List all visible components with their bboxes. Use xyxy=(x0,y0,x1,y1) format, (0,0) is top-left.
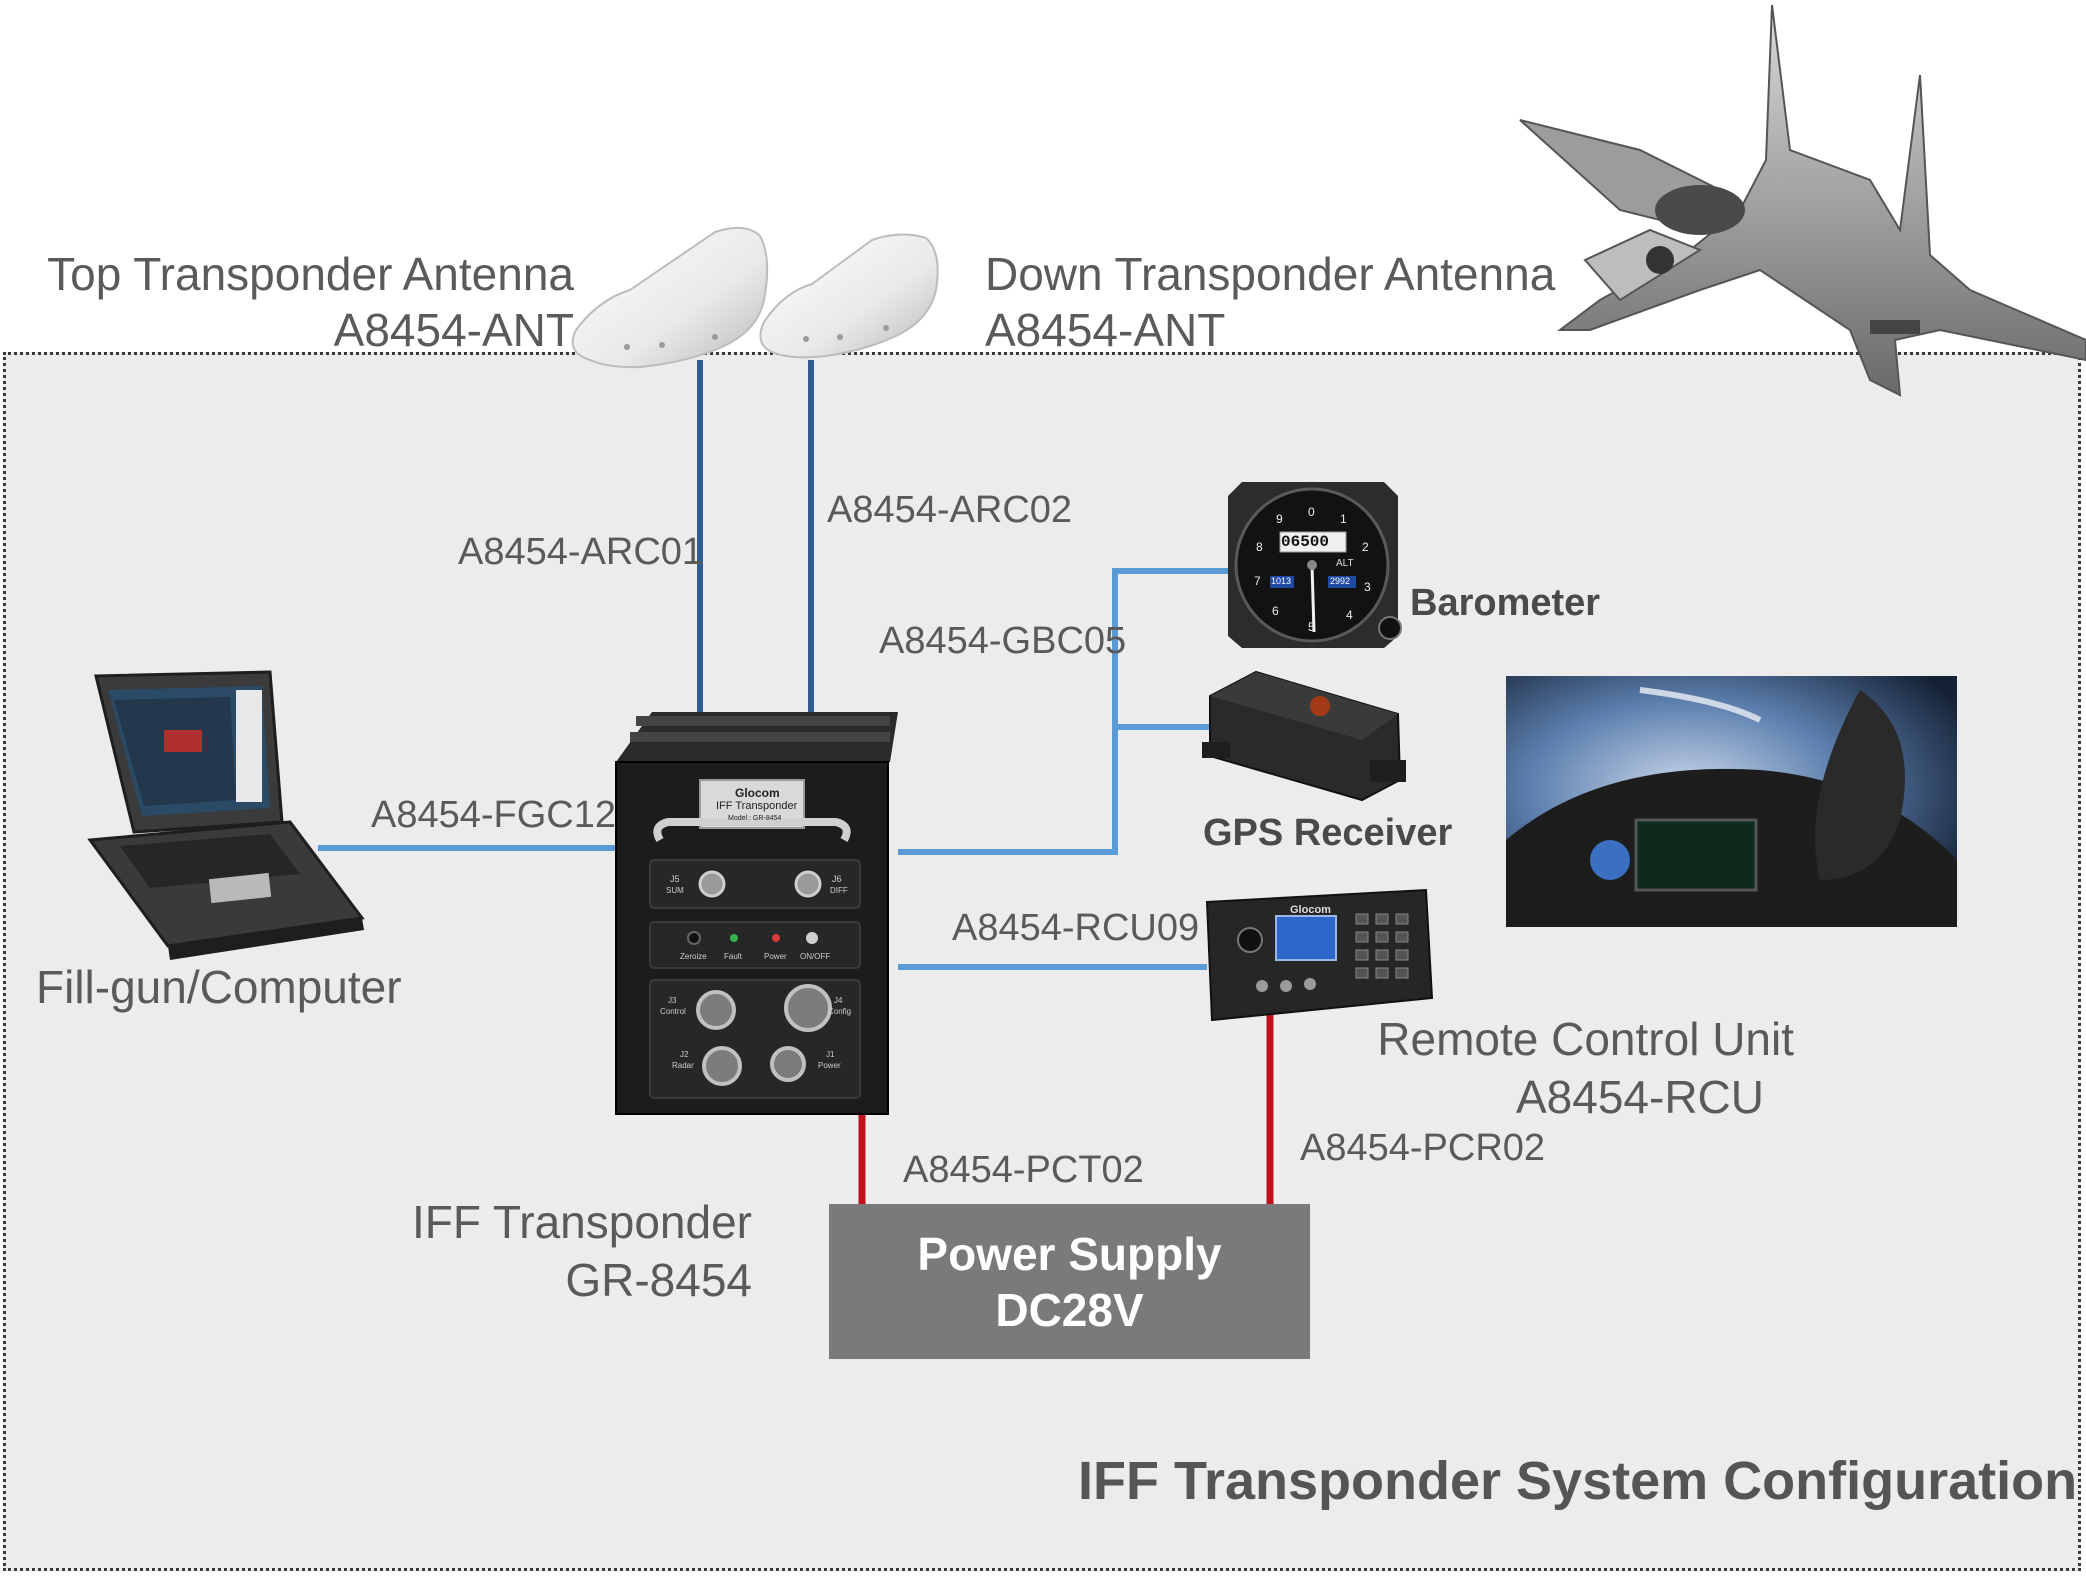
power-supply-box: Power Supply DC28V xyxy=(829,1204,1310,1359)
power-supply-line2: DC28V xyxy=(995,1283,1144,1336)
cable-label-arc01: A8454-ARC01 xyxy=(458,531,704,573)
panel-j5: J5 xyxy=(670,874,680,884)
barometer-digit-2: 2 xyxy=(1362,540,1369,554)
top-antenna-name: Top Transponder Antenna xyxy=(47,248,574,300)
laptop-image xyxy=(87,670,365,960)
top-antenna-image xyxy=(571,226,769,369)
top-antenna-model: A8454-ANT xyxy=(333,304,574,356)
barometer-digit-6: 6 xyxy=(1272,604,1279,618)
cable-label-arc02: A8454-ARC02 xyxy=(827,489,1073,531)
panel-j1-sub: Power xyxy=(818,1061,841,1070)
gps-receiver-image xyxy=(1202,670,1406,802)
transponder-model-label: GR-8454 xyxy=(565,1254,752,1306)
panel-j2: J2 xyxy=(680,1050,689,1059)
iff-transponder-image xyxy=(615,712,898,1115)
panel-j2-sub: Radar xyxy=(672,1061,694,1070)
rcu-image xyxy=(1205,888,1434,1022)
barometer-label: Barometer xyxy=(1410,582,1601,624)
barometer-right-window: 2992 xyxy=(1330,576,1351,586)
panel-brand: Glocom xyxy=(735,786,780,800)
panel-j3: J3 xyxy=(668,996,677,1005)
panel-j6: J6 xyxy=(832,874,842,884)
barometer-digit-9: 9 xyxy=(1276,512,1283,526)
down-antenna-name: Down Transponder Antenna xyxy=(985,248,1556,300)
cable-label-pcr02: A8454-PCR02 xyxy=(1300,1127,1546,1169)
barometer-digit-1: 1 xyxy=(1340,512,1347,526)
system-boundary xyxy=(3,352,2081,1571)
diagram-title: IFF Transponder System Configuration xyxy=(1078,1451,2078,1511)
barometer-digit-3: 3 xyxy=(1364,580,1371,594)
computer-label: Fill-gun/Computer xyxy=(36,961,402,1013)
rcu-brand: Glocom xyxy=(1290,904,1331,916)
panel-j3-sub: Control xyxy=(660,1007,686,1016)
barometer-digit-4: 4 xyxy=(1346,608,1353,622)
barometer-counter: 06500 xyxy=(1281,533,1330,551)
cable-label-rcu09: A8454-RCU09 xyxy=(952,907,1200,949)
panel-power-label: Power xyxy=(764,952,787,961)
cable-label-gbc05: A8454-GBC05 xyxy=(879,620,1127,662)
panel-j4-sub: Config xyxy=(828,1007,852,1016)
panel-onoff-label: ON/OFF xyxy=(800,952,831,961)
gps-receiver-label: GPS Receiver xyxy=(1203,812,1453,854)
panel-fault-label: Fault xyxy=(724,952,742,961)
down-antenna-image xyxy=(759,233,939,359)
power-supply-line1: Power Supply xyxy=(917,1227,1222,1280)
panel-j4: J4 xyxy=(834,996,843,1005)
barometer-digit-8: 8 xyxy=(1256,540,1263,554)
barometer-digit-5: 5 xyxy=(1308,620,1315,634)
barometer-left-window: 1013 xyxy=(1271,576,1292,586)
rcu-name-label: Remote Control Unit xyxy=(1377,1013,1794,1065)
panel-zeroize-label: Zeroize xyxy=(680,952,707,961)
panel-j1: J1 xyxy=(826,1050,835,1059)
fighter-jet-image xyxy=(1519,4,2086,397)
panel-j5-sub: SUM xyxy=(666,886,684,895)
panel-j6-sub: DIFF xyxy=(830,886,848,895)
barometer-alt: ALT xyxy=(1336,558,1354,569)
barometer-digit-7: 7 xyxy=(1254,574,1261,588)
panel-title: IFF Transponder xyxy=(716,800,798,812)
cockpit-photo xyxy=(1506,676,1957,927)
data-cable-gbc05 xyxy=(898,568,1228,855)
transponder-name-label: IFF Transponder xyxy=(411,1196,752,1248)
panel-model-plate: Model : GR-8454 xyxy=(728,815,782,822)
cable-label-fgc12: A8454-FGC12 xyxy=(371,794,617,836)
barometer-image xyxy=(1228,482,1402,648)
down-antenna-model: A8454-ANT xyxy=(985,304,1226,356)
rcu-model-label: A8454-RCU xyxy=(1516,1071,1764,1123)
barometer-digit-0: 0 xyxy=(1308,505,1315,519)
cable-label-pct02: A8454-PCT02 xyxy=(903,1149,1144,1191)
